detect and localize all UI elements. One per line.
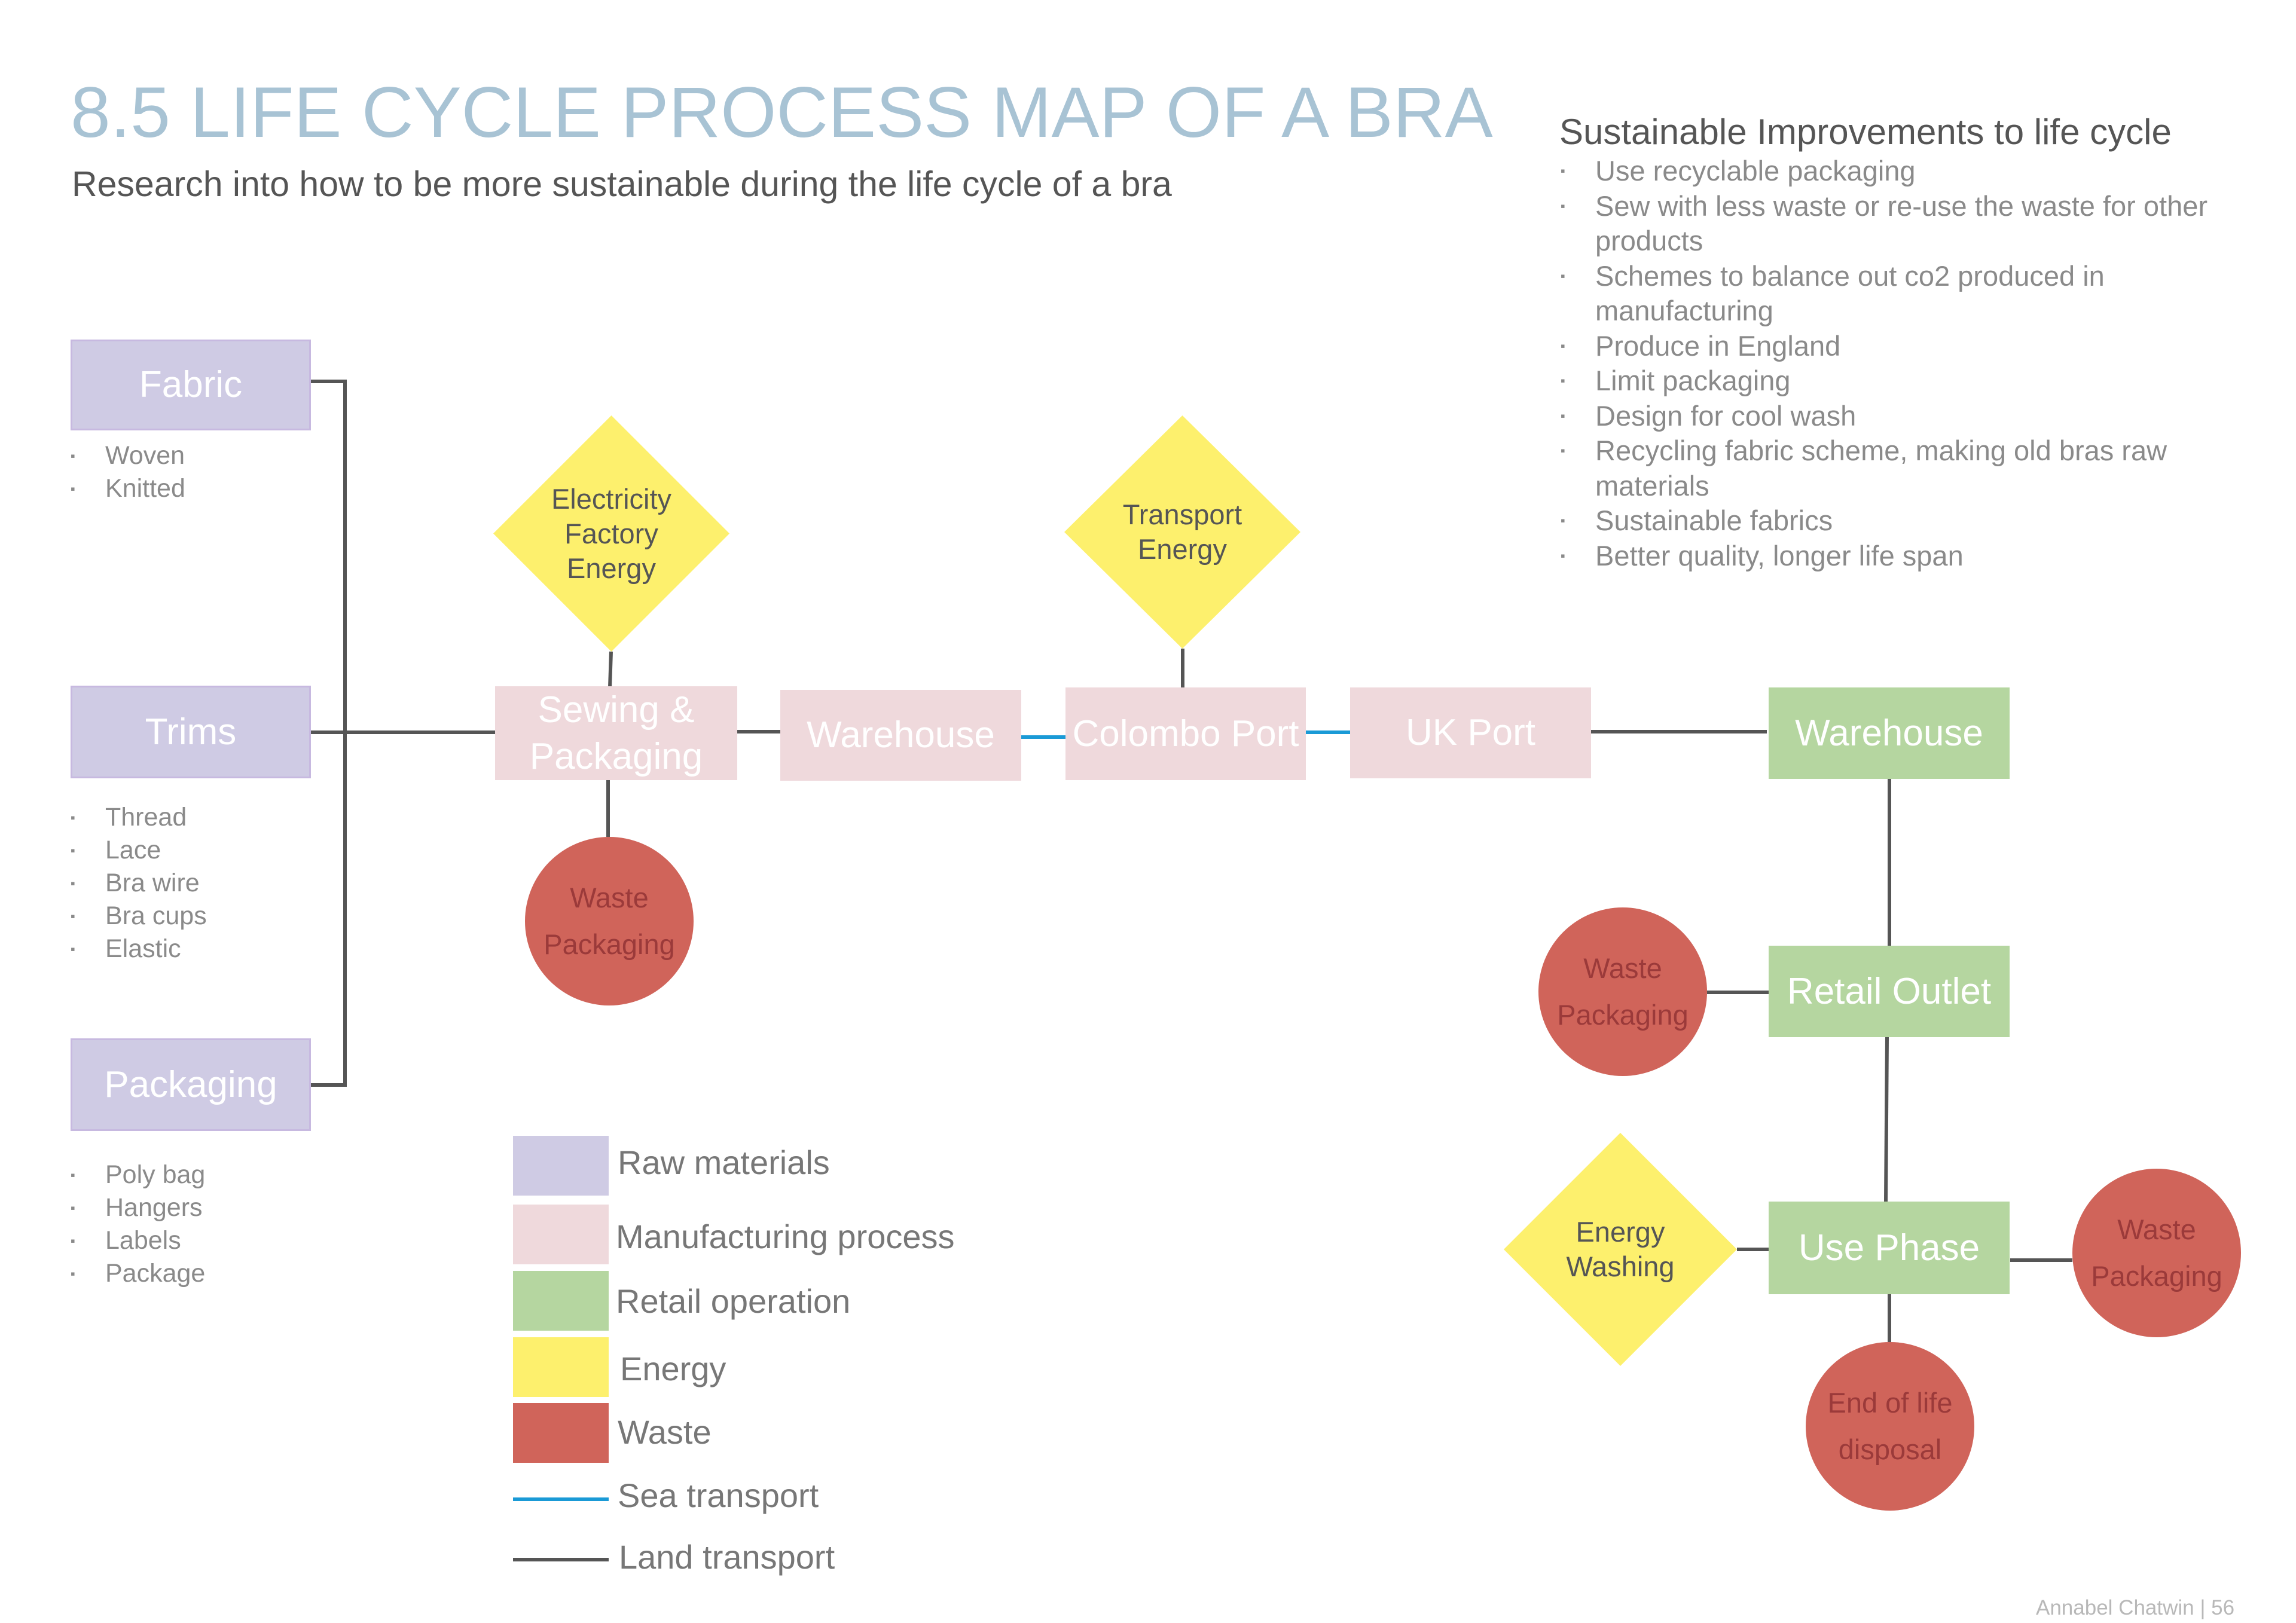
page-subtitle: Research into how to be more sustainable… (72, 164, 1172, 204)
improvement-item: Use recyclable packaging (1561, 154, 2218, 189)
transport-energy-label: Transport Energy (1122, 499, 1242, 565)
legend-label-manufacturing: Manufacturing process (616, 1218, 955, 1255)
legend-label-land: Land transport (619, 1538, 835, 1576)
trims-item: Bra wire (71, 867, 310, 900)
use-waste-circle: Waste Packaging (2072, 1169, 2241, 1337)
improvement-item: Sustainable fabrics (1561, 503, 2218, 539)
end-of-life-circle: End of life disposal (1806, 1342, 1974, 1511)
legend-swatch-retail (513, 1271, 609, 1331)
trims-item: Elastic (71, 933, 310, 965)
colombo-port-box: Colombo Port (1065, 687, 1306, 780)
trims-item: Bra cups (71, 900, 310, 933)
trims-box: Trims (71, 686, 311, 778)
legend-line-land (513, 1558, 609, 1561)
retail-outlet-box: Retail Outlet (1769, 946, 2010, 1037)
legend-label-sea: Sea transport (618, 1477, 819, 1514)
warehouse-uk-box: Warehouse (1769, 687, 2010, 779)
legend-label-waste: Waste (618, 1413, 712, 1451)
washing-energy-label: Energy Washing (1566, 1216, 1675, 1282)
improvement-item: Limit packaging (1561, 363, 2218, 399)
fabric-list: Woven Knitted (71, 439, 310, 505)
sewing-packaging-box: Sewing & Packaging (495, 686, 737, 780)
packaging-item: Poly bag (71, 1159, 310, 1191)
packaging-item: Package (71, 1257, 310, 1290)
legend-swatch-manufacturing (513, 1205, 609, 1264)
page-title: 8.5 LIFE CYCLE PROCESS MAP OF A BRA (71, 72, 1493, 152)
improvements-list: Use recyclable packaging Sew with less w… (1561, 154, 2218, 573)
washing-energy-diamond: Energy Washing (1504, 1133, 1737, 1366)
improvement-item: Recycling fabric scheme, making old bras… (1561, 433, 2218, 503)
improvement-item: Sew with less waste or re-use the waste … (1561, 189, 2218, 259)
energy-diamond-shape (1504, 1133, 1737, 1366)
footer-author: Annabel Chatwin | 56 (2036, 1596, 2235, 1619)
legend-swatch-raw (513, 1136, 609, 1196)
packaging-box: Packaging (71, 1038, 311, 1131)
legend-label-retail: Retail operation (616, 1282, 851, 1320)
packaging-item: Hangers (71, 1191, 310, 1224)
trims-item: Thread (71, 801, 310, 834)
legend-line-sea (513, 1497, 609, 1501)
use-phase-box: Use Phase (1769, 1202, 2010, 1294)
energy-diamond-shape (493, 415, 729, 652)
trims-list: Thread Lace Bra wire Bra cups Elastic (71, 801, 310, 965)
improvement-item: Schemes to balance out co2 produced in m… (1561, 259, 2218, 329)
factory-energy-label: Electricity Factory Energy (551, 482, 672, 584)
energy-diamond-shape (1064, 415, 1300, 649)
legend-swatch-waste (513, 1403, 609, 1463)
improvements-heading: Sustainable Improvements to life cycle (1559, 112, 2172, 152)
improvement-item: Produce in England (1561, 329, 2218, 364)
legend-label-raw: Raw materials (618, 1144, 830, 1181)
fabric-item: Knitted (71, 472, 310, 505)
packaging-item: Labels (71, 1224, 310, 1257)
factory-energy-connector (608, 651, 613, 688)
improvement-item: Better quality, longer life span (1561, 539, 2218, 574)
fabric-item: Woven (71, 439, 310, 472)
improvement-item: Design for cool wash (1561, 399, 2218, 434)
uk-port-box: UK Port (1350, 687, 1591, 778)
warehouse-origin-box: Warehouse (780, 690, 1021, 781)
factory-waste-circle: Waste Packaging (525, 837, 694, 1005)
retail-use-connector (1884, 1037, 1889, 1202)
legend-label-energy: Energy (620, 1350, 726, 1387)
transport-energy-diamond: Transport Energy (1064, 415, 1300, 649)
legend-swatch-energy (513, 1337, 609, 1397)
fabric-box: Fabric (71, 340, 311, 430)
trims-item: Lace (71, 834, 310, 867)
factory-energy-diamond: Electricity Factory Energy (493, 415, 729, 652)
packaging-list: Poly bag Hangers Labels Package (71, 1159, 310, 1290)
retail-waste-circle: Waste Packaging (1538, 907, 1707, 1076)
